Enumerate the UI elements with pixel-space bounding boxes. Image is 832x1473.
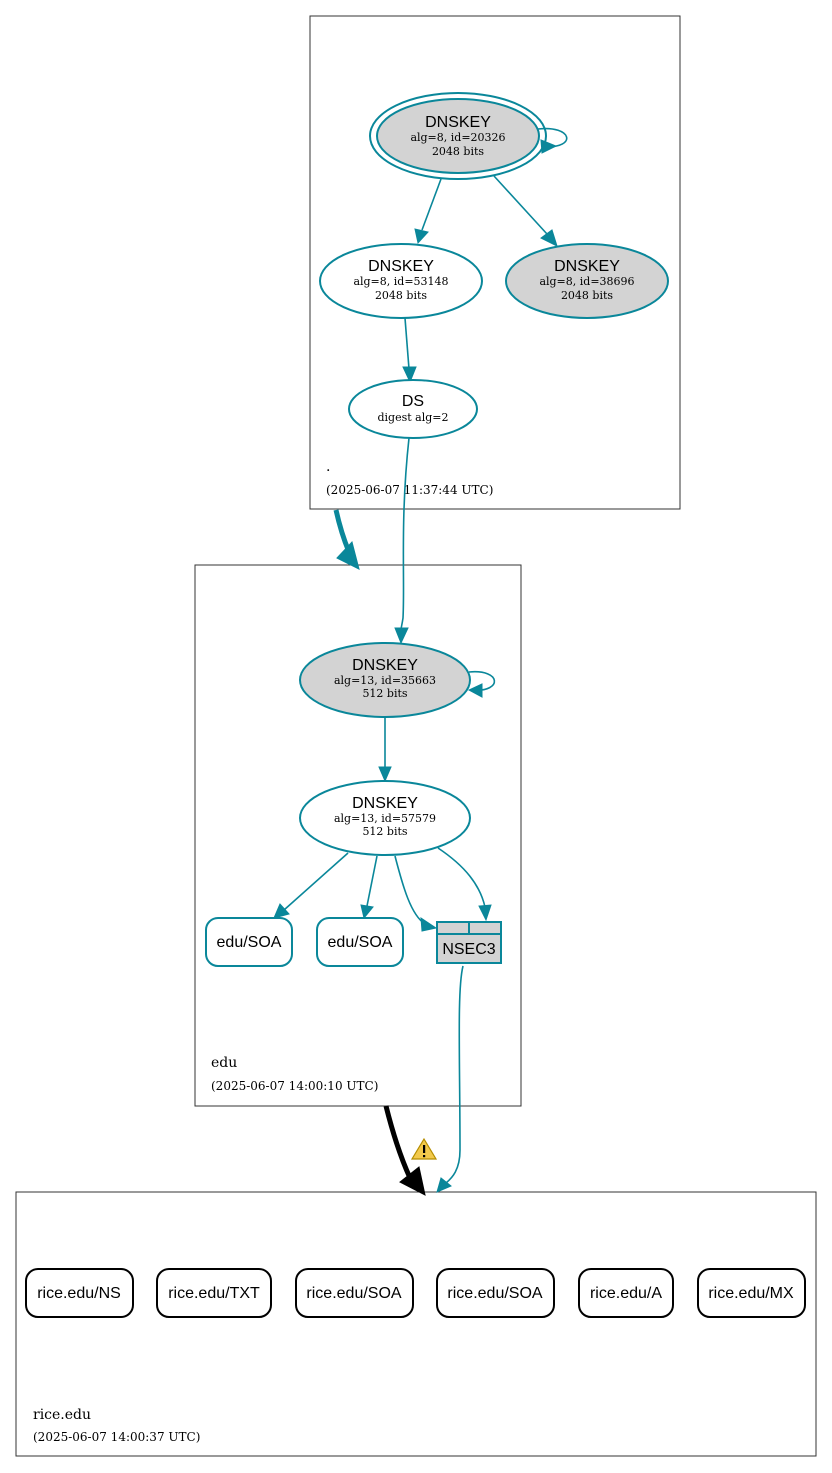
root-ksk-size: 2048 bits (432, 145, 484, 158)
root-standby-title: DNSKEY (554, 258, 620, 275)
edu-soa-record-1[interactable]: edu/SOA (205, 917, 293, 967)
root-standby-algorithm: alg=8, id=38696 (539, 275, 634, 288)
delegation-root-to-edu-arrowhead (336, 540, 360, 570)
rice-mx-record[interactable]: rice.edu/MX (697, 1268, 806, 1318)
zone-root-name: . (326, 459, 330, 475)
zone-rice-box (15, 1191, 817, 1457)
root-ksk-node[interactable]: DNSKEY alg=8, id=20326 2048 bits (369, 92, 547, 180)
edge-edu-zsk-to-soa-1 (283, 852, 349, 911)
edge-root-ksk-to-zsk-arrowhead (414, 228, 429, 245)
rice-soa-2-label: rice.edu/SOA (447, 1285, 542, 1302)
edu-zsk-node[interactable]: DNSKEY alg=13, id=57579 512 bits (299, 780, 471, 856)
zone-edu-timestamp: (2025-06-07 14:00:10 UTC) (211, 1079, 378, 1093)
nsec3-label: NSEC3 (442, 941, 495, 958)
root-zsk-node[interactable]: DNSKEY alg=8, id=53148 2048 bits (319, 243, 483, 319)
ds-title: DS (402, 393, 424, 410)
edu-ksk-title: DNSKEY (352, 657, 418, 674)
edge-edu-zsk-to-soa-2 (366, 855, 378, 907)
root-standby-size: 2048 bits (561, 289, 613, 302)
edu-ksk-algorithm: alg=13, id=35663 (334, 674, 436, 687)
edge-root-ksk-to-zsk (421, 178, 442, 231)
zone-rice-timestamp: (2025-06-07 14:00:37 UTC) (33, 1430, 200, 1444)
ds-node[interactable]: DS digest alg=2 (348, 379, 478, 439)
edge-root-zsk-to-ds-arrowhead (402, 366, 417, 384)
root-zsk-algorithm: alg=8, id=53148 (353, 275, 448, 288)
root-zsk-title: DNSKEY (368, 258, 434, 275)
edge-edu-zsk-to-soa-1-arrowhead (273, 903, 290, 919)
root-ksk-title: DNSKEY (425, 114, 491, 131)
edu-zsk-size: 512 bits (362, 825, 407, 838)
edge-root-ksk-to-standby-arrowhead (540, 229, 558, 247)
delegation-edu-to-rice-arrowhead (399, 1166, 426, 1196)
ds-digest: digest alg=2 (377, 411, 448, 424)
root-standby-key-node[interactable]: DNSKEY alg=8, id=38696 2048 bits (505, 243, 669, 319)
edge-nsec3-to-rice-zone-arrowhead (436, 1177, 452, 1193)
edu-soa-record-1-label: edu/SOA (217, 934, 282, 951)
delegation-root-to-edu-line (333, 509, 352, 553)
rice-txt-label: rice.edu/TXT (168, 1285, 260, 1302)
nsec3-node[interactable]: NSEC3 (436, 921, 502, 964)
rice-txt-record[interactable]: rice.edu/TXT (156, 1268, 272, 1318)
edge-ds-to-edu-ksk-arrowhead (394, 627, 409, 645)
root-ksk-algorithm: alg=8, id=20326 (410, 131, 505, 144)
edge-nsec3-to-rice-zone (445, 965, 464, 1184)
edu-soa-record-2-label: edu/SOA (328, 934, 393, 951)
edu-ksk-size: 512 bits (362, 687, 407, 700)
delegation-root-to-edu (333, 509, 360, 570)
edu-zsk-algorithm: alg=13, id=57579 (334, 812, 436, 825)
edge-edu-zsk-to-nsec3-b-arrowhead (478, 904, 492, 922)
rice-ns-label: rice.edu/NS (37, 1285, 121, 1302)
edge-root-ksk-to-standby (493, 175, 548, 235)
rice-a-record[interactable]: rice.edu/A (578, 1268, 674, 1318)
delegation-edu-to-rice (383, 1105, 438, 1196)
zone-edu-name: edu (211, 1055, 237, 1071)
warning-icon[interactable] (410, 1137, 438, 1160)
delegation-edu-to-rice-line (383, 1105, 413, 1180)
rice-mx-label: rice.edu/MX (708, 1285, 794, 1302)
edge-edu-ksk-to-zsk-arrowhead (378, 766, 392, 783)
zone-rice: rice.edu (2025-06-07 14:00:37 UTC) (15, 1191, 817, 1457)
edge-edu-zsk-to-soa-2-arrowhead (360, 904, 374, 920)
edu-soa-record-2[interactable]: edu/SOA (316, 917, 404, 967)
edge-edu-ksk-self-arrowhead (467, 683, 483, 698)
rice-soa-1-label: rice.edu/SOA (306, 1285, 401, 1302)
rice-soa-record-1[interactable]: rice.edu/SOA (295, 1268, 414, 1318)
edge-root-zsk-to-ds (404, 317, 410, 370)
edu-ksk-node[interactable]: DNSKEY alg=13, id=35663 512 bits (299, 642, 471, 718)
root-zsk-size: 2048 bits (375, 289, 427, 302)
rice-a-label: rice.edu/A (590, 1285, 662, 1302)
rice-soa-record-2[interactable]: rice.edu/SOA (436, 1268, 555, 1318)
rice-ns-record[interactable]: rice.edu/NS (25, 1268, 134, 1318)
edu-zsk-title: DNSKEY (352, 795, 418, 812)
edge-ds-to-edu-ksk (400, 437, 410, 631)
zone-root-timestamp: (2025-06-07 11:37:44 UTC) (326, 483, 493, 497)
edge-edu-zsk-to-nsec3-b (437, 847, 486, 908)
zone-rice-name: rice.edu (33, 1407, 91, 1423)
edges (273, 127, 568, 1193)
edge-edu-zsk-to-nsec3-a-arrowhead (420, 917, 438, 932)
